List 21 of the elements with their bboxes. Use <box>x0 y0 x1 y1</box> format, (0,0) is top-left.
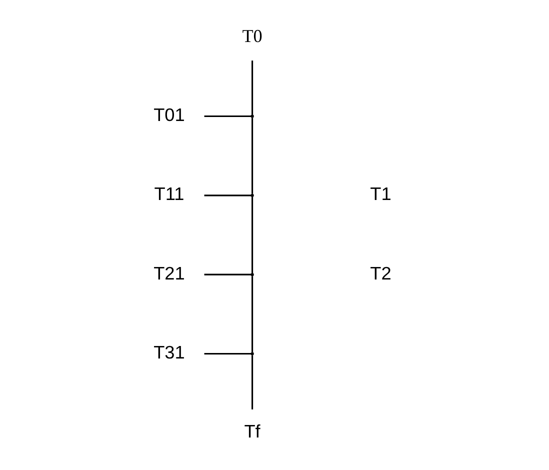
connector <box>204 194 251 196</box>
connector <box>204 274 251 276</box>
node-text: T31 <box>153 342 184 363</box>
connector <box>251 276 253 352</box>
node-point <box>250 114 254 118</box>
node-text: Tf <box>244 422 260 442</box>
node-point <box>250 194 254 197</box>
node-text: T01 <box>153 105 184 126</box>
connector <box>251 355 253 410</box>
connector <box>204 352 251 355</box>
node-text: T21 <box>153 263 184 284</box>
node-text: T0 <box>242 26 262 46</box>
label: T1 <box>370 184 391 204</box>
connector <box>251 196 253 274</box>
label: T2 <box>370 263 391 284</box>
connector <box>251 118 253 194</box>
node-point <box>250 273 254 276</box>
node-text: T11 <box>154 184 184 204</box>
connector <box>204 115 251 118</box>
node-point <box>250 352 254 356</box>
connector <box>251 60 253 115</box>
